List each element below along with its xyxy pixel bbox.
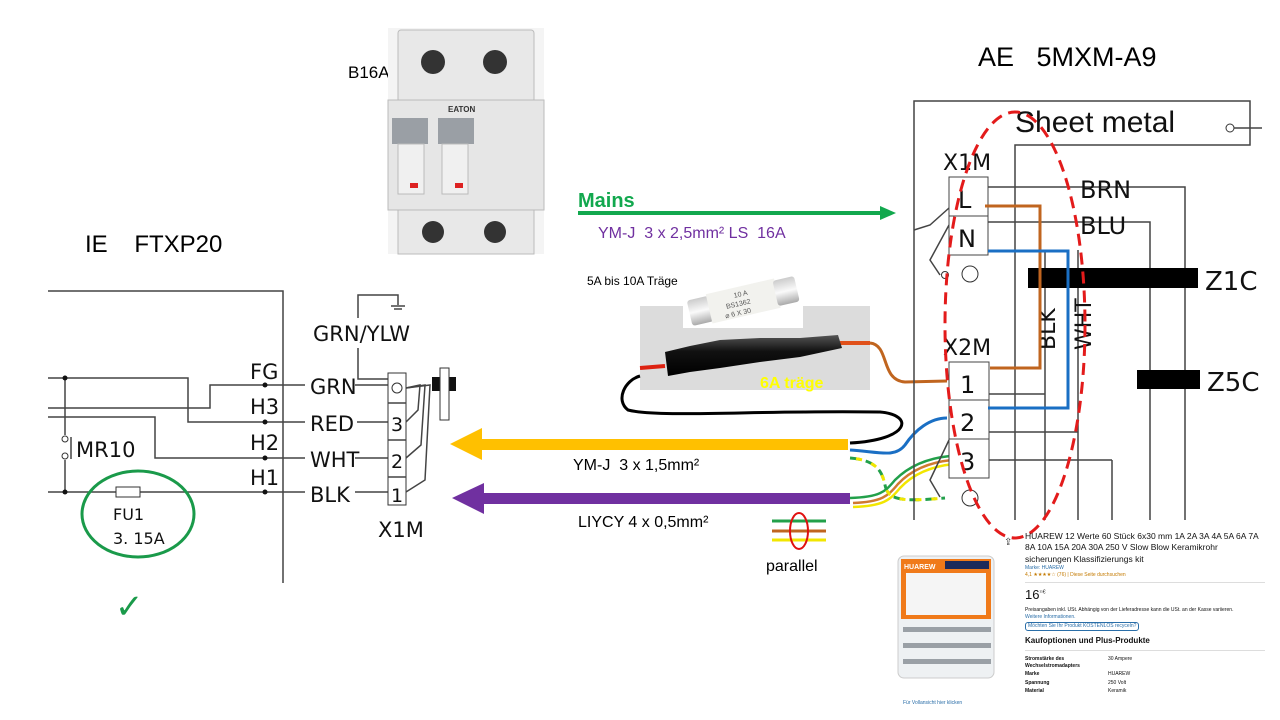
product-title: HUAREW 12 Werte 60 Stück 6x30 mm 1A 2A 3… xyxy=(1025,531,1259,564)
tax-note: Preisangaben inkl. USt. Abhängig von der… xyxy=(1025,607,1234,614)
fuse-range-label: 5A bis 10A Träge xyxy=(587,274,678,288)
indoor-terminal-label: X1M xyxy=(378,518,424,542)
signal-cable-arrow-head xyxy=(452,483,484,514)
breaker-label: B16A xyxy=(348,63,390,82)
blue-wire xyxy=(849,416,948,455)
indoor-unit-title: IE FTXP20 xyxy=(85,231,222,258)
x2m-terminal-1: 1 xyxy=(960,371,975,399)
full-view-link[interactable]: Für Vollansicht hier klicken xyxy=(903,700,963,706)
brn-label: BRN xyxy=(1080,176,1131,204)
row-h3-label: H3 xyxy=(250,395,279,419)
parallel-symbol xyxy=(772,512,826,550)
x2m-label: X2M xyxy=(943,336,991,361)
fuse-kit-product-image: HUAREW xyxy=(897,555,995,679)
mains-cable-label: YM-J 3 x 2,5mm² LS 16A xyxy=(598,225,786,242)
fuse-print-rating: 10 A xyxy=(733,290,749,300)
fuse-name: FU1 xyxy=(113,505,144,524)
z5c-label: Z5C xyxy=(1207,368,1260,398)
wire-blk-label: BLK xyxy=(310,483,351,507)
z1c-label: Z1C xyxy=(1205,267,1258,297)
row-h2-label: H2 xyxy=(250,431,279,455)
power-cable-label: YM-J 3 x 1,5mm² xyxy=(573,457,700,474)
price-cents: ¹¹€ xyxy=(1039,590,1046,597)
blue-jumper-wire xyxy=(988,249,1070,410)
brown-wire xyxy=(869,341,948,384)
row-fg-label: FG xyxy=(250,360,278,384)
fuse-highlight-ellipse xyxy=(80,469,196,559)
x2m-terminal-2: 2 xyxy=(960,409,975,437)
wire-wht-label: WHT xyxy=(310,448,360,472)
indoor-terminal-block: 3 2 1 xyxy=(387,367,456,507)
wht-label: WHT xyxy=(1072,298,1097,350)
terminal-3: 3 xyxy=(391,414,403,436)
terminal-n: N xyxy=(958,225,976,253)
power-cable-arrow xyxy=(480,439,848,450)
sheet-metal-label: Sheet metal xyxy=(1015,106,1175,139)
power-cable-arrow-head xyxy=(450,428,482,460)
wire-grn-label: GRN xyxy=(310,375,357,399)
more-info-link[interactable]: Weitere Informationen. xyxy=(1025,613,1076,620)
options-heading: Kaufoptionen und Plus-Produkte xyxy=(1025,635,1150,645)
switch-label: MR10 xyxy=(76,438,135,462)
black-wire xyxy=(620,374,904,445)
mains-arrow-head xyxy=(880,206,896,220)
recycle-button[interactable]: Möchten Sie Ihr Produkt KOSTENLOS recyce… xyxy=(1025,622,1140,631)
product-rating[interactable]: 4,1 ★★★★☆ (76) | Diese Seite durchsuchen xyxy=(1025,571,1126,578)
fuse-rating: 3. 15A xyxy=(113,529,165,548)
brown-jumper-wire xyxy=(985,204,1042,370)
breaker-brand: EATON xyxy=(448,105,475,114)
terminal-1: 1 xyxy=(391,485,403,507)
terminal-2: 2 xyxy=(391,451,403,473)
ceramic-fuse-image: 10 A BS1362 ⌀ 6 X 30 xyxy=(683,268,803,328)
row-h1-label: H1 xyxy=(250,466,279,490)
outdoor-schematic: Sheet metal X1M L N BRN BLU Z1C Z5C BLK … xyxy=(913,100,1262,540)
green-signal-wire xyxy=(849,454,951,500)
parallel-label: parallel xyxy=(766,558,818,575)
green-yellow-ground-wire xyxy=(849,456,946,502)
ground-icon xyxy=(961,265,979,283)
circuit-breaker-image: EATON xyxy=(387,28,545,255)
product-price: 16¹¹€ xyxy=(1025,587,1265,604)
product-listing: HUAREW 12 Werte 60 Stück 6x30 mm 1A 2A 3… xyxy=(1025,531,1265,696)
product-box-brand: HUAREW xyxy=(904,564,936,571)
brand-link[interactable]: Marke: HUAREW xyxy=(1025,565,1064,572)
share-icon[interactable]: ⇪ xyxy=(1004,537,1012,548)
indoor-schematic: MR10 FU1 3. 15A FG H3 H2 H1 GRN RED WHT … xyxy=(48,290,456,583)
check-mark: ✓ xyxy=(115,588,144,626)
signal-cable-label: LIYCY 4 x 0,5mm² xyxy=(578,514,709,531)
fuse-symbol xyxy=(115,486,141,498)
brown-signal-wire xyxy=(852,458,953,505)
fuse-holder-label: 6A träge xyxy=(760,375,824,392)
wire-red-label: RED xyxy=(310,412,354,436)
mains-label: Mains xyxy=(578,190,635,212)
blu-label: BLU xyxy=(1080,212,1126,240)
price-whole: 16 xyxy=(1025,587,1040,603)
signal-cable-arrow xyxy=(482,493,850,504)
terminal-highlight-ellipse xyxy=(943,110,1087,540)
z1c-ferrite xyxy=(1028,268,1198,288)
outdoor-unit-title: AE 5MXM-A9 xyxy=(978,42,1157,72)
ground-wire-label: GRN/YLW xyxy=(313,322,410,346)
terminal-l: L xyxy=(958,186,972,214)
z5c-ferrite xyxy=(1137,370,1200,389)
